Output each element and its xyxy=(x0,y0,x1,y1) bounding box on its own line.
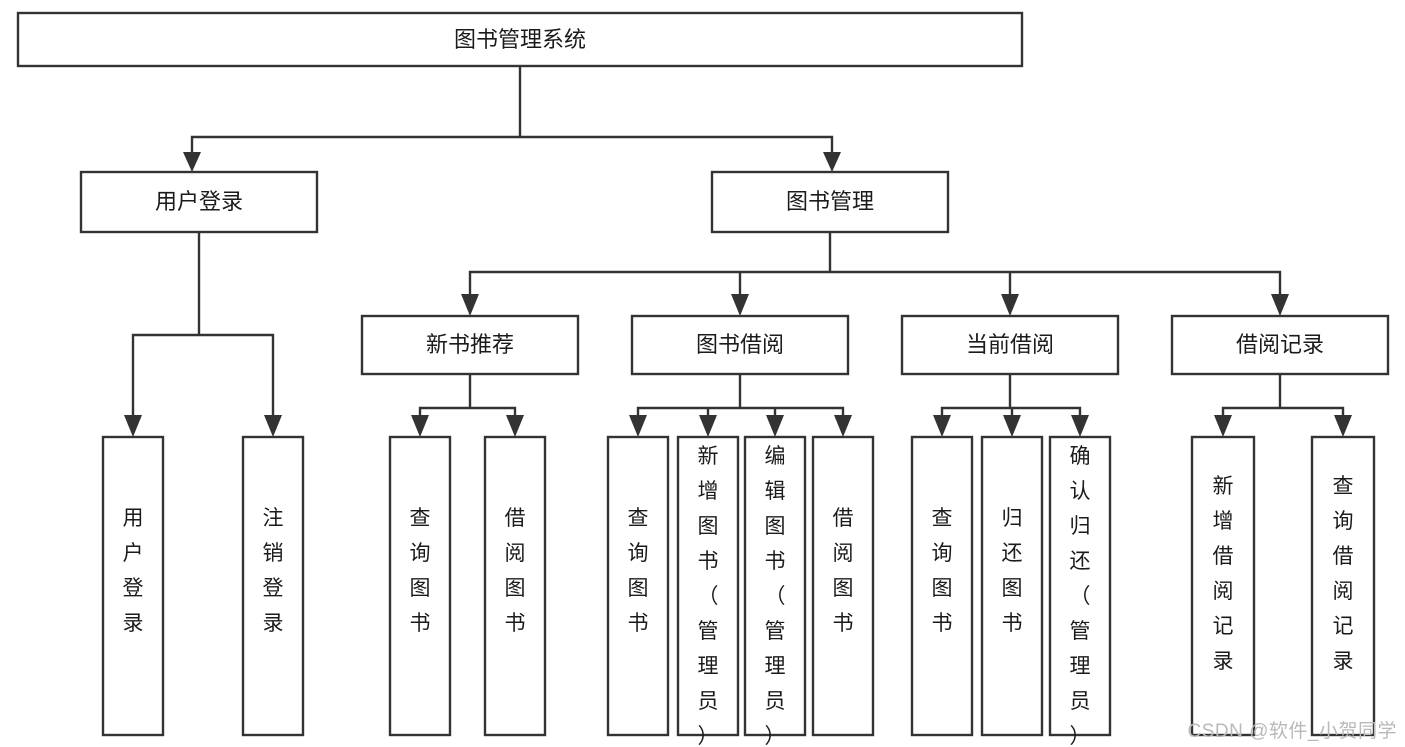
node-leaf-add-book-label: 新增图书（管理员） xyxy=(698,445,719,747)
arrowhead-book-manage xyxy=(823,152,841,172)
arrowhead-user-login xyxy=(183,152,201,172)
node-leaf-query-book-3[interactable]: 查询图书 xyxy=(910,435,974,737)
arrowhead-leaf-return-book xyxy=(1003,415,1021,437)
node-leaf-borrow-book-2[interactable]: 借阅图书 xyxy=(811,435,875,737)
node-root-label: 图书管理系统 xyxy=(454,27,586,52)
arrowhead-leaf-borrow-book-1 xyxy=(506,415,524,437)
node-current-borrow-label: 当前借阅 xyxy=(966,332,1054,357)
node-leaf-query-book-2[interactable]: 查询图书 xyxy=(606,435,670,737)
arrowhead-leaf-user-logout xyxy=(264,415,282,437)
node-leaf-borrow-book-2-label: 借阅图书 xyxy=(833,507,854,635)
node-leaf-user-login-label: 用户登录 xyxy=(123,507,144,635)
node-leaf-user-logout[interactable]: 注销登录 xyxy=(241,435,305,737)
arrowhead-leaf-add-record xyxy=(1214,415,1232,437)
arrowhead-leaf-user-login xyxy=(124,415,142,437)
leaf-layer: 用户登录 注销登录 查询图书 借阅图书 查询图书 新增图书（管理员） 编辑图书（… xyxy=(101,435,1376,747)
arrowhead-leaf-query-record xyxy=(1334,415,1352,437)
node-current-borrow-box[interactable] xyxy=(900,314,1120,376)
node-leaf-user-logout-label: 注销登录 xyxy=(263,507,284,635)
node-leaf-borrow-book-1-box[interactable] xyxy=(483,435,547,737)
node-leaf-query-record[interactable]: 查询借阅记录 xyxy=(1310,435,1376,737)
node-leaf-confirm-return-box[interactable] xyxy=(1048,435,1112,737)
node-leaf-borrow-book-2-box[interactable] xyxy=(811,435,875,737)
node-leaf-add-record[interactable]: 新增借阅记录 xyxy=(1190,435,1256,737)
edge-borrow-record-to-leaves xyxy=(1221,372,1345,419)
node-book-manage-box[interactable] xyxy=(710,170,950,234)
arrowhead-leaf-query-book-1 xyxy=(411,415,429,437)
node-user-login-label: 用户登录 xyxy=(155,189,243,214)
node-borrow-record-label: 借阅记录 xyxy=(1236,332,1324,357)
node-borrow-record[interactable]: 借阅记录 xyxy=(1170,314,1390,376)
node-leaf-borrow-book-1[interactable]: 借阅图书 xyxy=(483,435,547,737)
node-leaf-edit-book[interactable]: 编辑图书（管理员） xyxy=(743,435,807,747)
node-new-book-recommend[interactable]: 新书推荐 xyxy=(360,314,580,376)
node-root[interactable]: 图书管理系统 xyxy=(16,11,1024,68)
node-new-book-recommend-box[interactable] xyxy=(360,314,580,376)
node-leaf-query-book-2-box[interactable] xyxy=(606,435,670,737)
node-leaf-query-book-1[interactable]: 查询图书 xyxy=(388,435,452,737)
node-leaf-add-record-label: 新增借阅记录 xyxy=(1213,475,1234,673)
arrowhead-current-borrow xyxy=(1001,294,1019,316)
node-user-login[interactable]: 用户登录 xyxy=(79,170,319,234)
arrowhead-leaf-query-book-2 xyxy=(629,415,647,437)
arrowhead-borrow-record xyxy=(1271,294,1289,316)
edge-book-manage-to-level3 xyxy=(468,230,1282,298)
arrowhead-leaf-add-book xyxy=(699,415,717,437)
node-book-manage-label: 图书管理 xyxy=(786,189,874,214)
node-leaf-return-book-box[interactable] xyxy=(980,435,1044,737)
node-book-borrow[interactable]: 图书借阅 xyxy=(630,314,850,376)
edge-book-borrow-to-leaves xyxy=(636,372,845,419)
edge-user-login-to-leaves xyxy=(131,230,275,419)
node-leaf-return-book-label: 归还图书 xyxy=(1002,507,1023,635)
node-leaf-query-record-label: 查询借阅记录 xyxy=(1333,475,1354,673)
node-leaf-query-book-3-label: 查询图书 xyxy=(932,507,953,635)
arrowhead-leaf-borrow-book-2 xyxy=(834,415,852,437)
node-new-book-recommend-label: 新书推荐 xyxy=(426,332,514,357)
node-leaf-query-record-box[interactable] xyxy=(1310,435,1376,737)
node-leaf-query-book-1-label: 查询图书 xyxy=(410,507,431,635)
node-leaf-user-login-box[interactable] xyxy=(101,435,165,737)
node-user-login-box[interactable] xyxy=(79,170,319,234)
node-leaf-user-login[interactable]: 用户登录 xyxy=(101,435,165,737)
csdn-watermark: CSDN @软件_小贺同学 xyxy=(1187,721,1397,742)
node-leaf-confirm-return-label: 确认归还（管理员） xyxy=(1070,445,1091,747)
node-book-manage[interactable]: 图书管理 xyxy=(710,170,950,234)
node-leaf-borrow-book-1-label: 借阅图书 xyxy=(505,507,526,635)
node-borrow-record-box[interactable] xyxy=(1170,314,1390,376)
edge-new-book-recommend-to-leaves xyxy=(418,372,517,419)
node-leaf-query-book-1-box[interactable] xyxy=(388,435,452,737)
node-leaf-confirm-return[interactable]: 确认归还（管理员） xyxy=(1048,435,1112,747)
node-leaf-return-book[interactable]: 归还图书 xyxy=(980,435,1044,737)
node-leaf-query-book-2-label: 查询图书 xyxy=(628,507,649,635)
node-leaf-add-book-box[interactable] xyxy=(676,435,740,737)
node-leaf-add-record-box[interactable] xyxy=(1190,435,1256,737)
arrowhead-leaf-query-book-3 xyxy=(933,415,951,437)
node-book-borrow-box[interactable] xyxy=(630,314,850,376)
node-leaf-query-book-3-box[interactable] xyxy=(910,435,974,737)
connector-layer xyxy=(124,64,1352,437)
node-book-borrow-label: 图书借阅 xyxy=(696,332,784,357)
node-root-box[interactable] xyxy=(16,11,1024,68)
arrowhead-leaf-edit-book xyxy=(766,415,784,437)
arrowhead-leaf-confirm-return xyxy=(1071,415,1089,437)
node-leaf-user-logout-box[interactable] xyxy=(241,435,305,737)
node-leaf-edit-book-label: 编辑图书（管理员） xyxy=(765,445,786,747)
edge-root-to-level2 xyxy=(190,64,834,157)
arrowhead-new-book-recommend xyxy=(461,294,479,316)
node-leaf-edit-book-box[interactable] xyxy=(743,435,807,737)
arrowhead-book-borrow xyxy=(731,294,749,316)
node-current-borrow[interactable]: 当前借阅 xyxy=(900,314,1120,376)
edge-current-borrow-to-leaves xyxy=(940,372,1082,419)
node-leaf-add-book[interactable]: 新增图书（管理员） xyxy=(676,435,740,747)
